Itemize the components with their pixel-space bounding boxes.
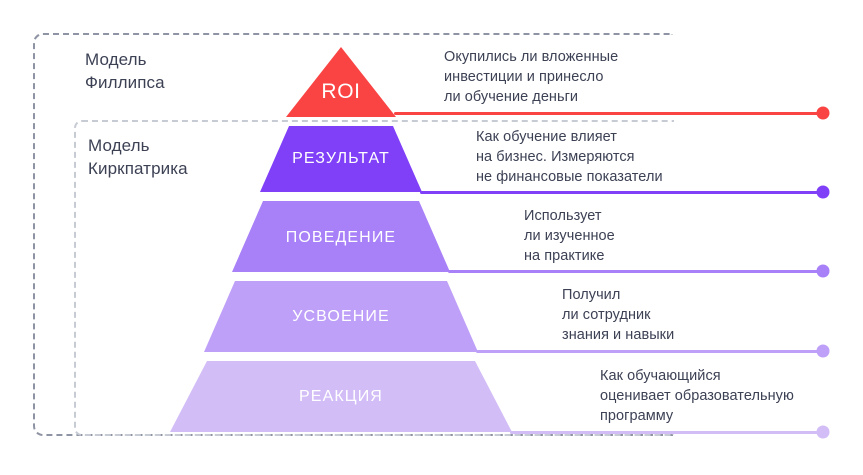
- connector-dot-behavior: [816, 264, 830, 278]
- connector-dot-reaction: [816, 425, 830, 439]
- pyramid-tier-label-reaction: РЕАКЦИЯ: [299, 388, 383, 405]
- annotation-result: Как обучение влияет на бизнес. Измеряютс…: [476, 129, 663, 185]
- annotation-roi: Окупились ли вложенные инвестиции и прин…: [444, 49, 619, 105]
- connector-line-behavior: [448, 270, 823, 273]
- connector-dot-roi: [816, 106, 830, 120]
- pyramid-tier-label-behavior: ПОВЕДЕНИЕ: [285, 229, 397, 246]
- connector-line-result: [420, 191, 823, 194]
- annotation-reaction: Как обучающийся оценивает образовательну…: [600, 368, 794, 424]
- model-label-kirkpatrick: Модель Киркпатрика: [88, 136, 188, 178]
- pyramid-tier-label-learning: УСВОЕНИЕ: [292, 308, 390, 325]
- connector-line-learning: [476, 350, 823, 353]
- model-label-phillips: Модель Филлипса: [85, 50, 165, 92]
- annotation-behavior: Использует ли изученное на практике: [524, 208, 615, 264]
- model-frame-kirkpatrick: [74, 120, 674, 436]
- connector-dot-result: [816, 185, 830, 199]
- pyramid-tier-label-result: РЕЗУЛЬТАТ: [292, 150, 390, 167]
- annotation-learning: Получил ли сотрудник знания и навыки: [562, 287, 675, 343]
- pyramid-tier-label-roi: ROI: [321, 80, 361, 103]
- connector-dot-learning: [816, 344, 830, 358]
- connector-line-reaction: [510, 431, 823, 434]
- connector-line-roi: [394, 112, 823, 115]
